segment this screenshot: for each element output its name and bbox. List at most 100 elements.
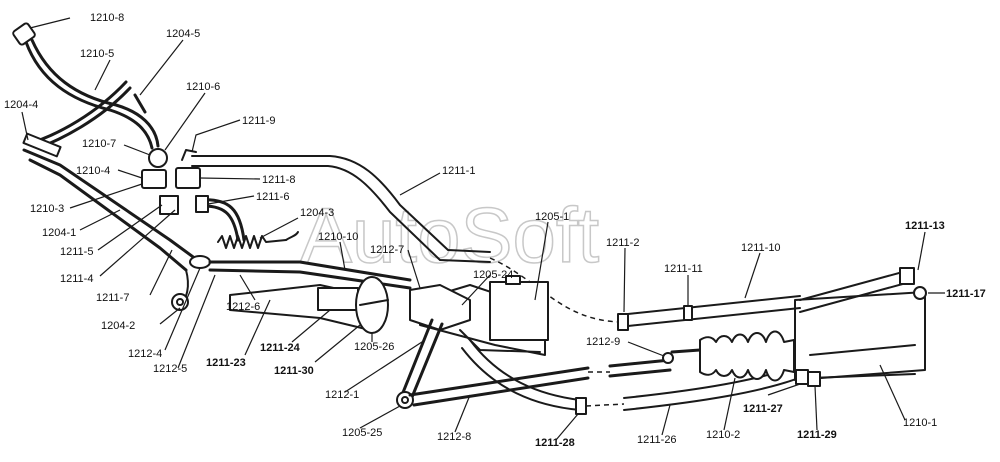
leader-1204-2 (159, 307, 181, 325)
label-1211-5: 1211-5 (60, 246, 93, 258)
joint-1212-9 (662, 352, 674, 364)
label-1210-2: 1210-2 (706, 429, 740, 441)
fitting-1211-2 (617, 313, 629, 331)
leader-1211-9 (191, 119, 241, 153)
leader-1212-7 (407, 249, 421, 289)
leader-lines (21, 17, 945, 441)
spring-coil (217, 235, 287, 249)
leader-1204-4 (21, 111, 29, 141)
label-1211-9: 1211-9 (242, 115, 275, 127)
fitting-1211-28 (575, 397, 587, 415)
bolt-1205-26 (459, 329, 541, 353)
bracket-1204-1 (22, 132, 202, 311)
leader-1205-1 (534, 221, 549, 301)
rod-1212-6 (208, 260, 412, 282)
label-1211-10: 1211-10 (741, 242, 781, 254)
leader-1211-24 (291, 309, 331, 343)
valve-body-1210-4 (141, 169, 167, 189)
fitting-1211-29 (807, 371, 821, 387)
leader-1210-6 (164, 92, 206, 151)
tube-1211-28-bottom (461, 347, 581, 411)
label-1211-27: 1211-27 (743, 403, 783, 415)
label-1210-7: 1210-7 (82, 138, 116, 150)
fitting-1211-17 (913, 286, 927, 300)
label-1212-1: 1212-1 (325, 389, 359, 401)
hose-1210-5 (24, 40, 154, 150)
leader-1210-1 (879, 364, 906, 421)
label-1211-30: 1211-30 (274, 365, 314, 377)
leader-1210-7 (123, 144, 151, 156)
callout-labels: 1210-8 1210-5 1204-5 1204-4 1210-6 1211-… (4, 12, 986, 449)
pivot-1205-25-inner (401, 396, 409, 404)
tie-rod-top (799, 269, 911, 301)
valve-body-1211-8 (175, 167, 201, 189)
clamp-1204-5 (133, 93, 147, 114)
leader-1211-23 (244, 299, 271, 356)
dashed-continuation-1211-1 (489, 257, 621, 323)
label-1205-24: 1205-24 (473, 269, 513, 281)
leader-1210-5 (94, 59, 111, 91)
pivot-1204-2-inner (176, 298, 184, 306)
cylinder-1210-1 (794, 267, 927, 387)
leader-1211-6 (207, 195, 255, 205)
leader-1211-2 (623, 247, 626, 313)
label-1210-6: 1210-6 (186, 81, 220, 93)
tie-rod-bottom (809, 373, 916, 379)
label-1204-1: 1204-1 (42, 227, 76, 239)
tee-1211-5 (159, 195, 179, 215)
label-1211-4: 1211-4 (60, 273, 93, 285)
tube-1211-10-bottom (627, 307, 801, 327)
lever-assembly (189, 255, 412, 334)
tube-1211-26-bottom (623, 375, 805, 411)
clevis-1212-4 (189, 255, 211, 269)
leader-1205-24 (461, 274, 491, 306)
plate-1204-4 (22, 132, 62, 158)
label-1211-26: 1211-26 (637, 434, 677, 446)
leader-1204-5 (139, 39, 184, 96)
lower-tube-1211-26 (461, 339, 805, 415)
leader-1210-4 (117, 169, 143, 179)
label-1211-28: 1211-28 (535, 437, 575, 449)
leader-1211-8 (199, 177, 261, 180)
label-1212-8: 1212-8 (437, 431, 471, 443)
block-1211-24 (317, 287, 359, 311)
leader-1210-3 (69, 183, 143, 209)
tie-rod-top-2 (799, 281, 911, 313)
rod-1212-8-bottom (412, 376, 590, 407)
label-1211-1: 1211-1 (442, 165, 475, 177)
spring-hook (285, 231, 299, 241)
leader-1211-27 (767, 383, 801, 396)
pedal-assembly-1205 (396, 275, 549, 409)
cylinder-body-1210-1 (794, 291, 926, 381)
rod-1212-8 (408, 352, 674, 407)
clip-1211-11 (683, 305, 693, 321)
leader-1212-4 (164, 267, 201, 351)
leader-1211-1 (399, 172, 441, 196)
label-1205-1: 1205-1 (535, 211, 569, 223)
label-1211-23: 1211-23 (206, 357, 246, 369)
tube-1211-1 (191, 155, 621, 323)
leader-1210-2 (723, 377, 736, 431)
booster-1210-2 (670, 330, 795, 382)
leader-1211-5 (97, 204, 163, 251)
reservoir-1205-1 (489, 281, 549, 341)
label-1211-17: 1211-17 (946, 288, 986, 300)
leader-1212-8 (454, 394, 471, 433)
label-1211-13: 1211-13 (905, 220, 945, 232)
rod-1212-9-bottom (608, 368, 672, 378)
bracket-arm-bottom (28, 158, 188, 272)
reservoir-cap (505, 275, 521, 285)
tie-rod-mid (809, 344, 916, 356)
tube-1211-28-top (469, 339, 581, 401)
label-1212-6: 1212-6 (226, 301, 260, 313)
label-1204-3: 1204-3 (300, 207, 334, 219)
booster-rod (670, 348, 702, 354)
top-hose-assembly (12, 22, 246, 242)
valve-1210-7 (148, 148, 168, 168)
label-1212-7: 1212-7 (370, 244, 404, 256)
tube-1211-1-top (191, 155, 491, 253)
label-1210-4: 1210-4 (76, 165, 110, 177)
leader-1212-6 (239, 274, 256, 301)
leader-1204-3 (259, 217, 299, 239)
